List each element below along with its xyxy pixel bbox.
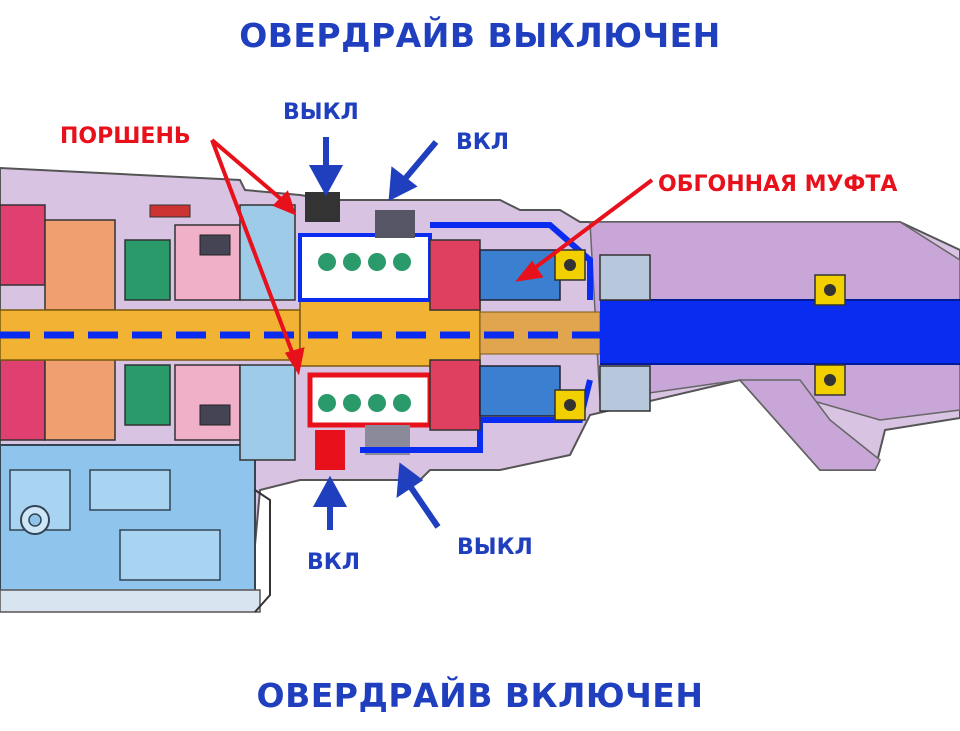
bottom-off-label: ВЫКЛ xyxy=(457,535,533,560)
valve-body xyxy=(0,444,271,613)
overdrive-clutch-top xyxy=(298,192,432,302)
piston-label: ПОРШЕНЬ xyxy=(60,124,191,149)
planetary-gear-sets xyxy=(0,204,296,461)
top-off-label: ВЫКЛ xyxy=(283,100,359,125)
top-off-arrow xyxy=(308,137,344,197)
bottom-on-label: ВКЛ xyxy=(307,550,361,575)
bearings xyxy=(554,249,846,421)
top-on-label: ВКЛ xyxy=(456,130,510,155)
overrunning-clutch-arrow xyxy=(515,178,654,282)
top-on-arrow xyxy=(388,140,439,202)
title-overdrive-on: ОВЕРДРАЙВ ВКЛЮЧЕН xyxy=(256,676,704,715)
title-overdrive-off: ОВЕРДРАЙВ ВЫКЛЮЧЕН xyxy=(239,16,721,55)
piston-callout-arrows xyxy=(210,138,305,376)
overrunning-clutch-label: ОБГОННАЯ МУФТА xyxy=(658,172,898,197)
bottom-on-arrow xyxy=(312,475,348,530)
bottom-off-arrow xyxy=(396,462,441,529)
